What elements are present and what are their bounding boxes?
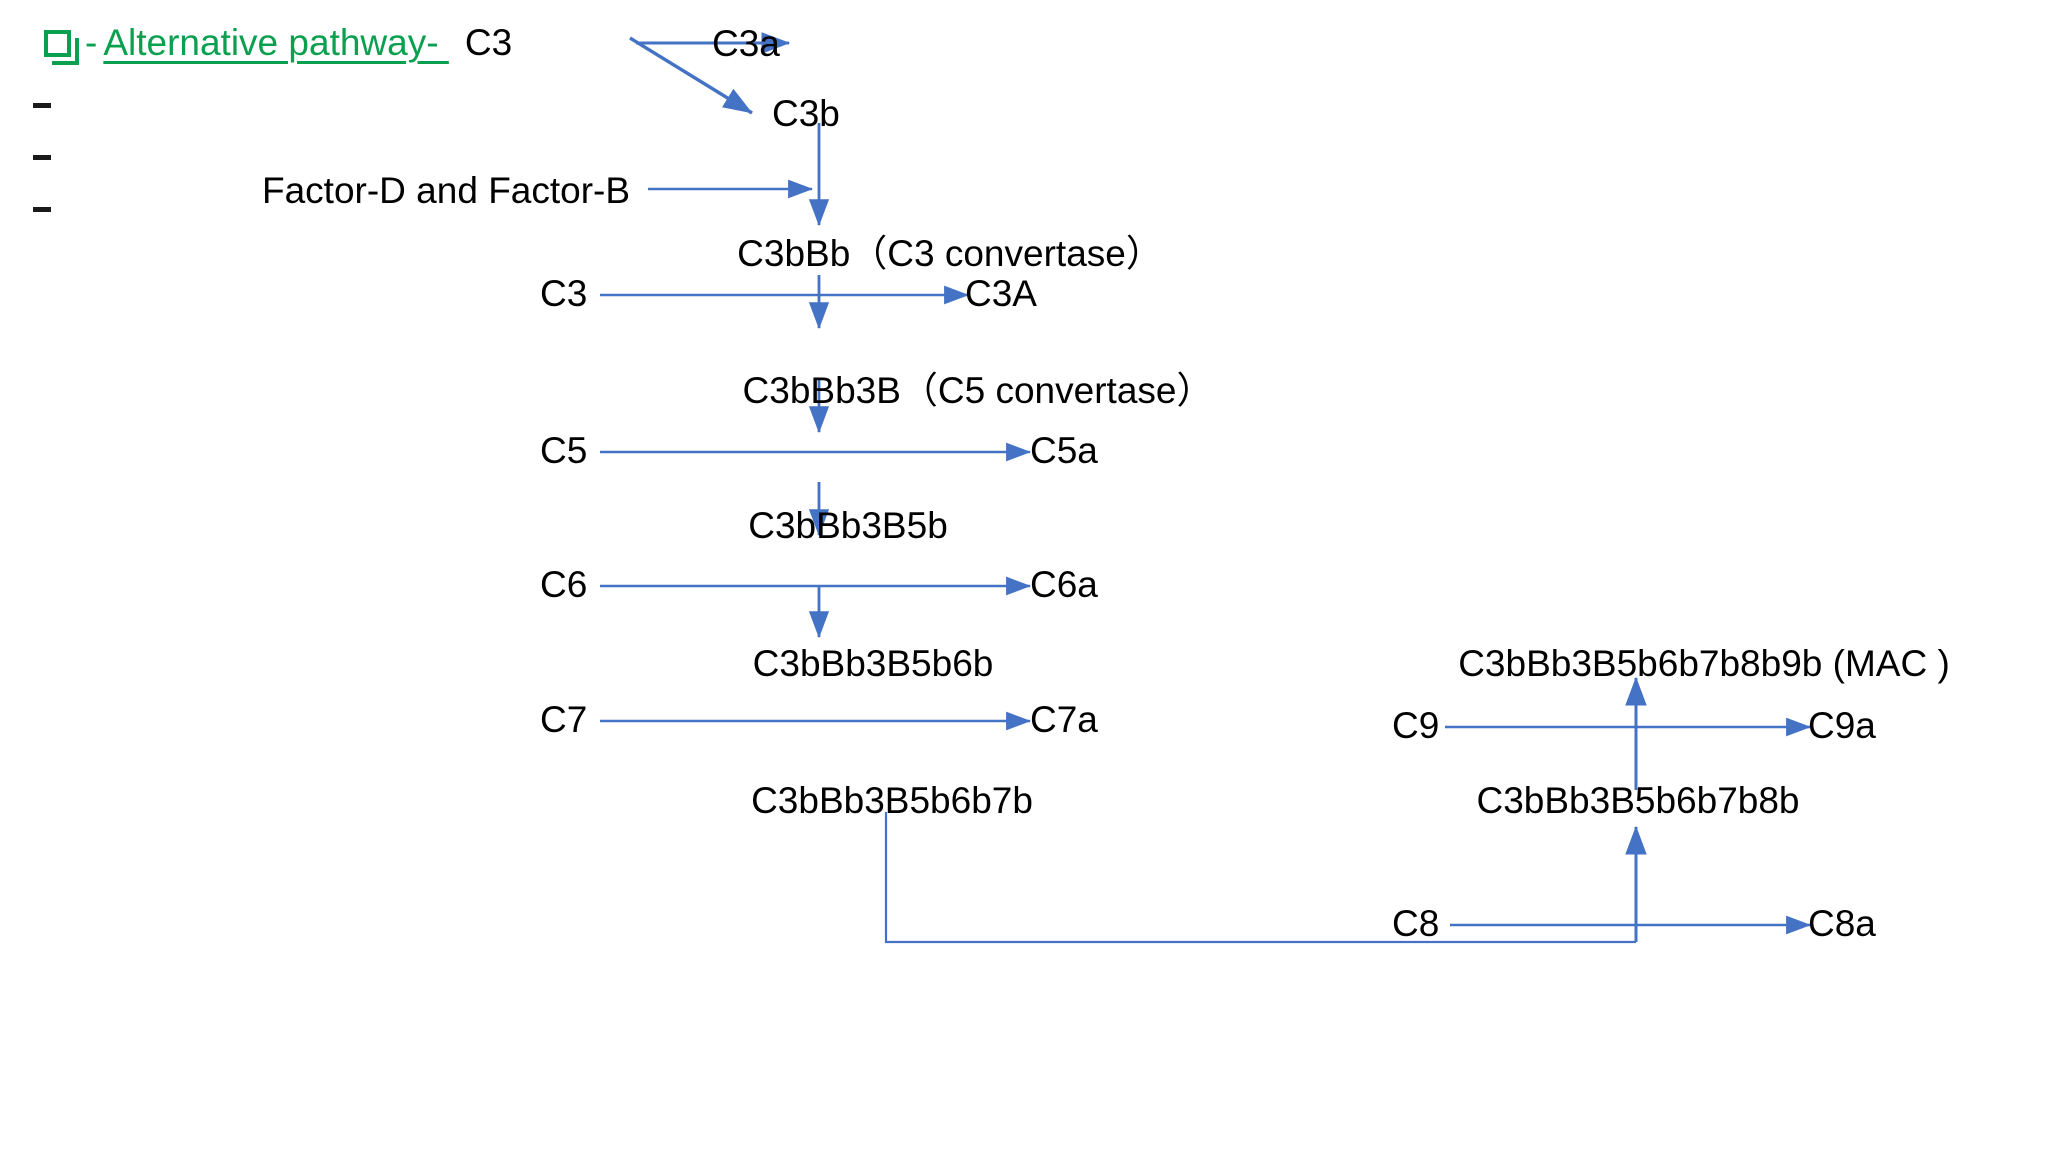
- node-mac: C3bBb3B5b6b7b8b9b (MAC ): [1458, 643, 1950, 684]
- node-c9-input: C9: [1392, 705, 1440, 746]
- margin-dash-bullet-3: [33, 207, 51, 212]
- node-c5a-output: C5a: [1030, 430, 1098, 471]
- node-factor-d-and-factor-b: Factor-D and Factor-B: [262, 170, 631, 211]
- heading-subject: C3: [464, 22, 513, 63]
- node-c3bbb3b5b6b7b: C3bBb3B5b6b7b: [751, 780, 1033, 821]
- margin-dash-bullet-1: [33, 103, 51, 108]
- node-c8a-output: C8a: [1808, 903, 1876, 944]
- square-bullet-icon: [44, 30, 79, 65]
- margin-dash-bullet-2: [33, 155, 51, 160]
- node-c3a: C3a: [712, 23, 780, 64]
- node-c7-input: C7: [540, 699, 588, 740]
- node-c3A-output: C3A: [965, 273, 1037, 314]
- node-c5-convertase: C3bBb3B（C5 convertase）: [742, 370, 1214, 411]
- node-c9a-output: C9a: [1808, 705, 1876, 746]
- node-c6a-output: C6a: [1030, 564, 1098, 605]
- heading-bullet-tail: -: [85, 22, 98, 63]
- node-c3b: C3b: [772, 93, 840, 134]
- elbow-c3bbb3b5b6b7b-to-c3bbb3b5b6b7b8b: [884, 812, 1636, 944]
- node-c3-convertase: C3bBb（C3 convertase）: [737, 233, 1163, 274]
- node-c3bbb3b5b6b: C3bBb3B5b6b: [752, 643, 994, 684]
- node-c3-input: C3: [540, 273, 588, 314]
- heading-link[interactable]: Alternative pathway-: [103, 22, 449, 63]
- node-c3bbb3b5b6b7b8b: C3bBb3B5b6b7b8b: [1476, 780, 1800, 821]
- node-c3bbb3b5b: C3bBb3B5b: [748, 505, 948, 546]
- node-c5-input: C5: [540, 430, 588, 471]
- node-c7a-output: C7a: [1030, 699, 1098, 740]
- left-margin-rule: [96, 0, 97, 1152]
- node-c6-input: C6: [540, 564, 588, 605]
- node-c8-input: C8: [1392, 903, 1440, 944]
- heading-row: - Alternative pathway- C3: [44, 22, 513, 65]
